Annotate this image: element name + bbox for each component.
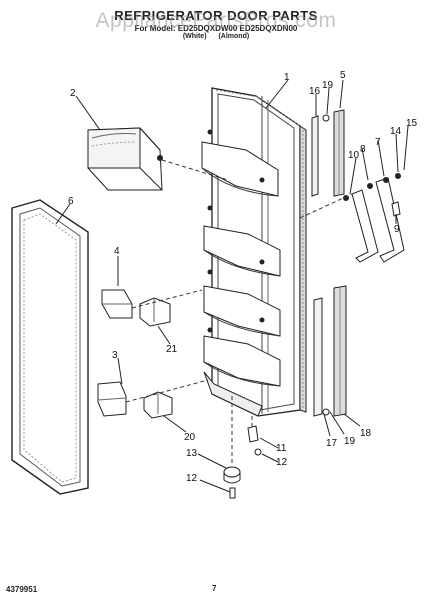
door-gasket — [11, 199, 89, 495]
callout-label: 12 — [276, 457, 288, 468]
callout-label: 4 — [114, 246, 120, 257]
door-trim-strips — [311, 109, 347, 417]
dairy-compartment — [87, 127, 163, 191]
callout-label: 6 — [68, 196, 74, 207]
shelf-end-21 — [139, 297, 171, 327]
callout-leaders — [55, 79, 409, 493]
handle-brackets — [343, 173, 405, 263]
callout-label: 16 — [309, 86, 321, 97]
page-title: REFRIGERATOR DOOR PARTS — [114, 8, 318, 23]
color-line: (White) (Almond) — [182, 33, 250, 40]
callout-label: 2 — [70, 88, 76, 99]
callout-label: 11 — [276, 443, 287, 454]
callout-label: 5 — [340, 70, 346, 81]
door-bin-3 — [97, 381, 127, 417]
page-number: 7 — [212, 584, 217, 593]
callout-label: 7 — [375, 137, 381, 148]
callout-label: 18 — [360, 428, 372, 439]
callout-labels: 1 2 3 4 5 6 7 8 9 10 11 12 12 13 14 15 1… — [68, 70, 418, 484]
callout-label: 21 — [166, 344, 178, 355]
document-number: 4379951 — [6, 585, 38, 594]
callout-label: 8 — [360, 144, 366, 155]
watermark: AppliancePartsPros.com — [95, 9, 337, 32]
callout-label: 9 — [394, 224, 400, 235]
callout-label: 19 — [344, 436, 356, 447]
callout-label: 1 — [284, 72, 290, 83]
assembly-lines — [125, 159, 353, 466]
callout-label: 3 — [112, 350, 118, 361]
callout-label: 17 — [326, 438, 338, 449]
model-line: For Model: ED25DQXDW00 ED25DQXDN00 — [134, 24, 298, 33]
callout-label: 13 — [186, 448, 198, 459]
callout-label: 20 — [184, 432, 196, 443]
callout-label: 19 — [322, 80, 334, 91]
door-panel — [201, 87, 307, 417]
door-bin-4 — [101, 289, 133, 319]
bottom-hinge-parts — [223, 425, 262, 499]
callout-label: 15 — [406, 118, 418, 129]
callout-label: 14 — [390, 126, 402, 137]
callout-label: 12 — [186, 473, 198, 484]
callout-label: 10 — [348, 150, 360, 161]
shelf-end-20 — [143, 391, 173, 419]
